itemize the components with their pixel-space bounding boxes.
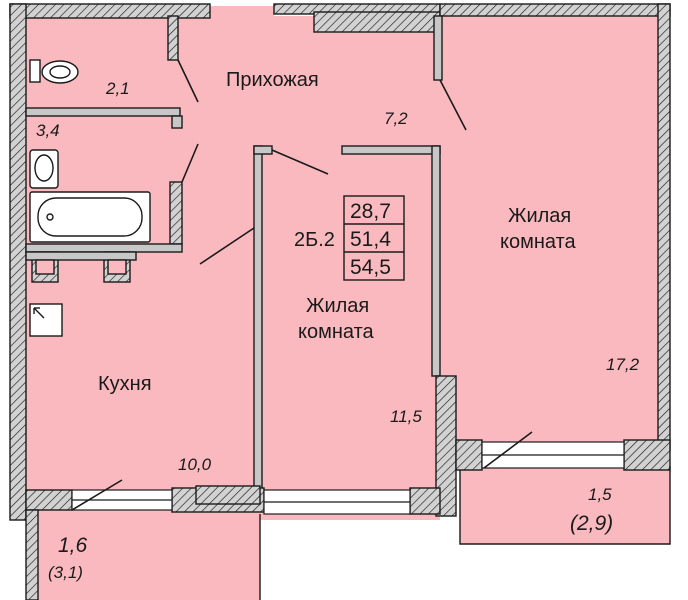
labels: Прихожая 2,1 3,4 7,2 2Б.2 28,7 51,4 54,5… [36,69,640,582]
wall-top-left [9,3,211,19]
wall-bath-bottom [25,243,183,253]
wall-right-lower [455,439,483,471]
apartment-code: 2Б.2 [294,229,335,251]
wall-bottom-left [25,489,73,511]
wall-wc-bath [25,107,181,117]
wall-living-small-top [253,145,273,155]
wall-bottom-mid2 [195,485,261,505]
bathroom-area: 3,4 [36,121,60,140]
wall-living-divider [431,145,441,377]
wall-top-right [439,3,671,17]
stove-fixture [29,303,63,337]
balcony-right-area-total: (2,9) [570,512,613,535]
wall-living-small-left [253,145,263,497]
balcony-left-area: 1,6 [58,534,88,557]
fixtures [29,59,151,337]
door-swings [71,59,533,511]
living-large-name-1: Жилая [508,205,571,227]
hall-area: 7,2 [384,109,408,128]
wall-bath-right [171,115,183,129]
bathtub-fixture [29,191,151,243]
area-with-balconies-value: 54,5 [350,256,391,279]
sink-fixture [29,149,59,189]
hallway-name: Прихожая [226,69,319,91]
toilet-fixture [29,59,79,84]
wall-right-lower2 [623,439,671,471]
balcony-right-fill [460,466,670,544]
balcony-left-wall [25,509,39,600]
kitchen-area: 10,0 [178,455,212,474]
wall-top-mid-block [313,11,441,33]
room-fills [26,6,670,600]
balcony-left-area-total: (3,1) [48,563,83,582]
wall-left [9,3,27,521]
balcony-outlines [259,466,671,600]
wall-living-large-top-left [433,15,443,81]
toilet-area: 2,1 [105,79,130,98]
wall-wc-right [167,15,179,61]
balcony-left-fill [38,514,260,600]
walls [9,3,671,600]
total-area-value: 51,4 [350,228,391,251]
living-area-value: 28,7 [350,200,391,223]
living-large-fill [440,16,658,450]
living-small-name-1: Жилая [306,295,369,317]
wall-bottom-right-stub [409,487,441,515]
wall-living-small-top2 [341,145,441,155]
living-small-name-2: комната [298,321,375,343]
vent-bar [25,251,137,261]
windows [71,441,625,515]
living-large-area: 17,2 [606,355,640,374]
balcony-right-area: 1,5 [588,485,612,504]
main-area-fill [26,6,440,520]
apartment-summary-box [343,195,405,281]
wall-right [657,3,671,451]
living-small-area: 11,5 [390,407,422,426]
living-large-name-2: комната [500,231,577,253]
wall-bath-right2 [169,181,183,245]
kitchen-name: Кухня [98,373,152,395]
